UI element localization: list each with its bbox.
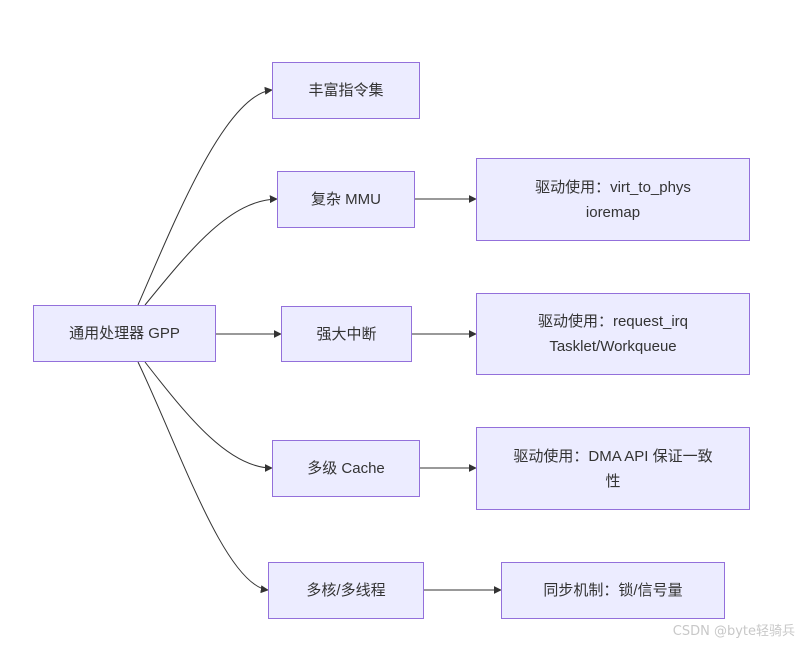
node-cache-usage: 驱动使用：DMA API 保证一致性	[476, 427, 750, 510]
watermark: CSDN @byte轻骑兵	[672, 624, 795, 639]
node-multicore-label: 多核/多线程	[306, 582, 386, 599]
edge-gpp-cache	[144, 361, 273, 472]
node-gpp: 通用处理器 GPP	[33, 305, 216, 362]
node-multicore: 多核/多线程	[268, 562, 424, 619]
node-interrupt: 强大中断	[281, 306, 412, 362]
edge-gpp-multicore	[137, 361, 269, 594]
edge-gpp-isa	[137, 86, 273, 306]
node-interrupt-usage: 驱动使用：request_irq Tasklet/Workqueue	[476, 293, 750, 375]
node-mmu-usage-label: 驱动使用：virt_to_phys ioremap	[535, 178, 691, 221]
node-gpp-label: 通用处理器 GPP	[69, 325, 180, 342]
node-mmu-usage: 驱动使用：virt_to_phys ioremap	[476, 158, 750, 241]
node-isa: 丰富指令集	[272, 62, 420, 119]
node-mmu-label: 复杂 MMU	[311, 191, 381, 208]
node-interrupt-usage-label: 驱动使用：request_irq Tasklet/Workqueue	[537, 313, 689, 355]
node-sync-label: 同步机制：锁/信号量	[543, 582, 683, 599]
node-interrupt-label: 强大中断	[316, 325, 377, 343]
node-sync: 同步机制：锁/信号量	[501, 562, 725, 619]
node-mmu: 复杂 MMU	[277, 171, 415, 228]
node-cache-label: 多级 Cache	[307, 460, 385, 477]
node-cache-usage-label: 驱动使用：DMA API 保证一致性	[513, 447, 713, 490]
node-cache: 多级 Cache	[272, 440, 420, 497]
edge-gpp-mmu	[144, 195, 278, 306]
node-isa-label: 丰富指令集	[308, 82, 384, 99]
